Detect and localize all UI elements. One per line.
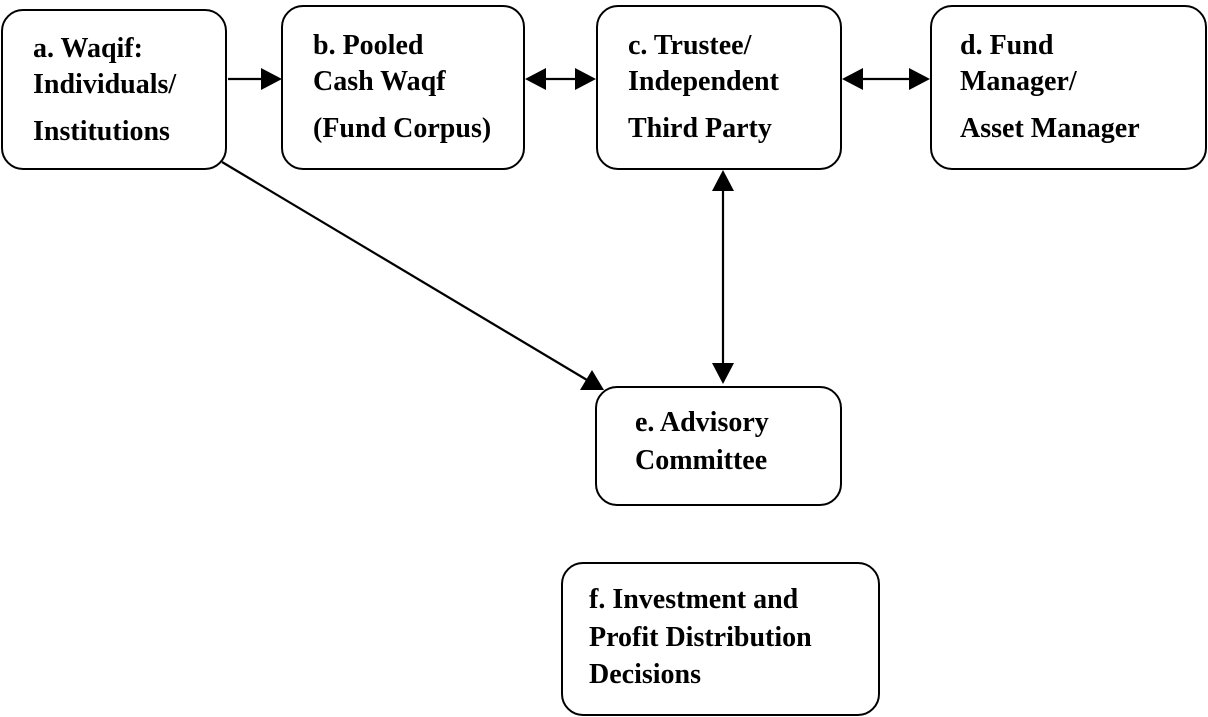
edge-c-e-arrowhead-down xyxy=(712,363,734,384)
edge-b-c-arrowhead-left xyxy=(525,68,546,90)
node-trustee: c. Trustee/ Independent Third Party xyxy=(596,5,842,170)
node-advisory-committee-line-2: Committee xyxy=(635,445,768,476)
node-trustee-line-2: Independent xyxy=(628,66,779,97)
node-pooled-cash-waqf-line-1: b. Pooled xyxy=(313,30,424,61)
node-fund-manager-line-1: d. Fund xyxy=(960,30,1054,61)
node-trustee-line-1: c. Trustee/ xyxy=(628,30,752,61)
edge-b-c-arrowhead-right xyxy=(575,68,596,90)
node-fund-manager: d. Fund Manager/ Asset Manager xyxy=(930,5,1207,170)
node-advisory-committee-line-1: e. Advisory xyxy=(635,407,769,438)
node-investment-decisions-line-2: Profit Distribution xyxy=(589,622,812,653)
node-investment-decisions-line-3: Decisions xyxy=(589,659,701,690)
node-fund-manager-line-3: Asset Manager xyxy=(960,113,1140,144)
edge-a-to-e-line xyxy=(221,161,588,381)
edge-c-d-arrowhead-left xyxy=(842,68,863,90)
node-pooled-cash-waqf: b. Pooled Cash Waqf (Fund Corpus) xyxy=(281,5,525,170)
node-pooled-cash-waqf-line-2: Cash Waqf xyxy=(313,66,446,97)
node-waqif-line-2: Individuals/ xyxy=(33,69,177,100)
node-investment-decisions: f. Investment and Profit Distribution De… xyxy=(561,562,880,716)
edge-a-to-e-arrowhead xyxy=(580,370,604,390)
node-advisory-committee: e. Advisory Committee xyxy=(595,386,842,506)
node-waqif-line-1: a. Waqif: xyxy=(33,33,143,64)
node-waqif-line-3: Institutions xyxy=(33,116,170,147)
edge-c-d-arrowhead-right xyxy=(909,68,930,90)
node-investment-decisions-line-1: f. Investment and xyxy=(589,584,799,615)
edge-c-e-arrowhead-up xyxy=(712,170,734,191)
node-trustee-line-3: Third Party xyxy=(628,113,772,144)
node-waqif: a. Waqif: Individuals/ Institutions xyxy=(1,9,227,170)
node-fund-manager-line-2: Manager/ xyxy=(960,66,1077,97)
edge-a-to-b-arrowhead xyxy=(261,68,282,90)
node-pooled-cash-waqf-line-3: (Fund Corpus) xyxy=(313,113,492,144)
